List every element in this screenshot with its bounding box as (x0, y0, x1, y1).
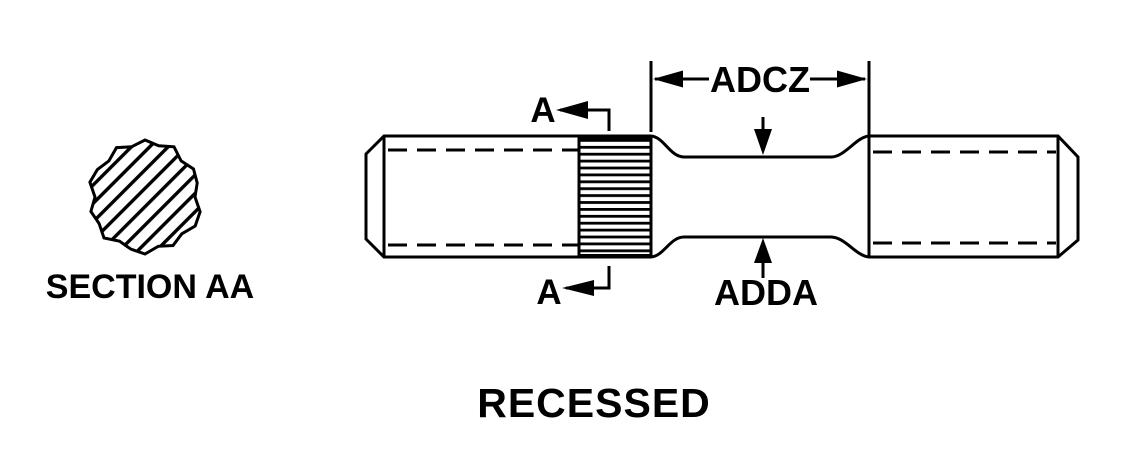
knurled-band (577, 136, 653, 257)
cutting-plane-bottom-arrowhead (562, 280, 594, 296)
dim-arrowhead-left (653, 70, 683, 88)
recess-bottom-pointer-arrowhead (754, 238, 772, 263)
recess-top-surface-pointer (754, 117, 772, 155)
section-aa-view: SECTION AA (46, 138, 254, 306)
stud-outer-contour (364, 134, 1080, 259)
cutting-plane-bottom-label: A (536, 273, 561, 312)
cutting-plane-top-arrowhead (556, 101, 588, 119)
dim-arrowhead-right (837, 70, 867, 88)
recess-length-dim-label: ADCZ (710, 59, 810, 100)
cutting-plane-bottom-callout: A (536, 266, 611, 312)
stud-body (364, 134, 1080, 259)
section-view-label: SECTION AA (46, 268, 254, 306)
recess-bottom-surface-pointer: ADDA (714, 238, 818, 313)
cutting-plane-top-label: A (530, 91, 555, 130)
recess-top-pointer-arrowhead (754, 129, 772, 155)
thread-dashed-lines (388, 148, 1056, 247)
recess-length-dimension: ADCZ (649, 59, 871, 136)
cutting-plane-top-callout: A (530, 91, 611, 131)
recess-surface-dim-label: ADDA (714, 272, 818, 313)
section-cross-section-hatched-circle (88, 138, 202, 256)
drawing-title: RECESSED (477, 380, 711, 426)
